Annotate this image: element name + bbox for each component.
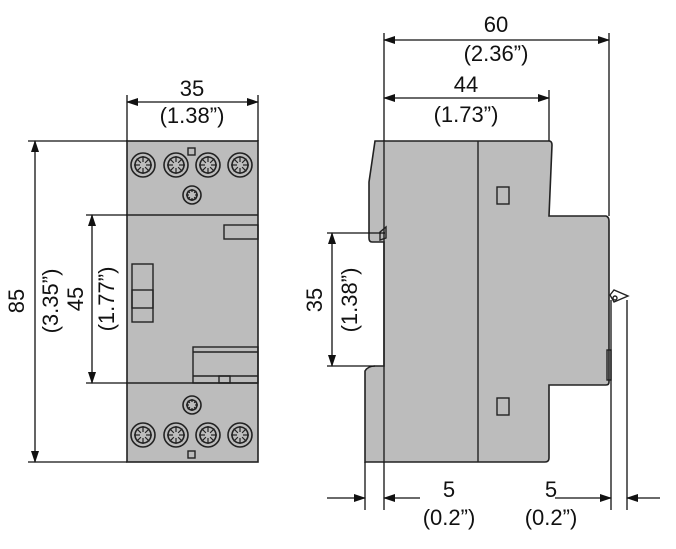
rail-mm: 35 [302, 288, 327, 312]
front-dimensions [28, 95, 259, 463]
screw-icon [182, 185, 202, 205]
screw-icon [130, 422, 156, 448]
screw-icon [130, 152, 156, 178]
depth-mm: 60 [484, 12, 508, 37]
front-height-mm: 85 [4, 289, 29, 313]
front-height-in: (3.35”) [38, 269, 63, 334]
depth-in: (2.36”) [464, 41, 529, 66]
screw-icon [227, 422, 253, 448]
screw-icon [195, 422, 221, 448]
inner-height-mm: 45 [63, 287, 88, 311]
clip-mm: 5 [443, 477, 455, 502]
screw-icon [227, 152, 253, 178]
terminal-screws [130, 152, 253, 448]
front-depth-mm: 44 [454, 72, 478, 97]
front-view [126, 140, 259, 463]
side-view [364, 140, 630, 463]
side-dimensions [327, 33, 660, 510]
screw-icon [163, 152, 189, 178]
front-width-in: (1.38”) [160, 103, 225, 128]
clip-in: (0.2”) [423, 505, 476, 530]
inner-height-in: (1.77”) [94, 267, 119, 332]
front-depth-in: (1.73”) [434, 102, 499, 127]
rear-in: (0.2”) [525, 505, 578, 530]
screw-icon [182, 395, 202, 415]
screw-icon [195, 152, 221, 178]
screw-icon [163, 422, 189, 448]
front-width-mm: 35 [180, 76, 204, 101]
rail-in: (1.38”) [337, 268, 362, 333]
rear-mm: 5 [545, 477, 557, 502]
